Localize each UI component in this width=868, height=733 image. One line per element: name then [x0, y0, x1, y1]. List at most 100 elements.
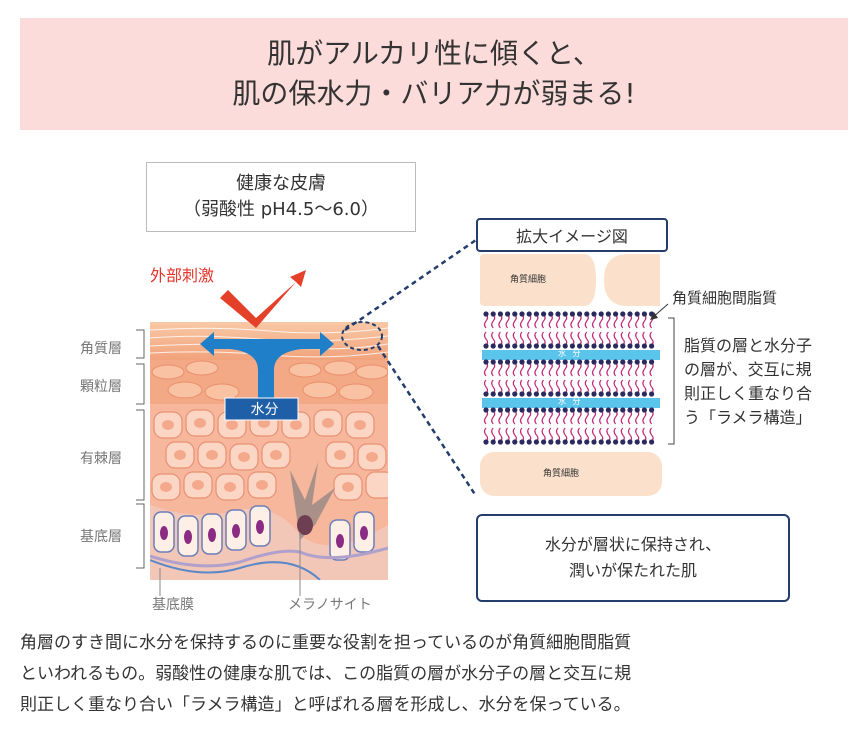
lipid-head: [591, 343, 597, 349]
lipid-head: [591, 439, 597, 445]
lipid-head: [490, 391, 496, 397]
lipid-head: [569, 391, 576, 397]
lipid-head: [627, 311, 633, 317]
lipid-head: [490, 407, 496, 413]
intercellular-lipid-label: 角質細胞間脂質: [672, 289, 778, 307]
lipid-head: [497, 343, 503, 349]
lipid-head: [649, 391, 655, 397]
lipid-head: [483, 391, 489, 397]
lipid-head: [641, 311, 648, 317]
lipid-head: [526, 359, 532, 365]
healthy-skin-title: 健康な皮膚: [236, 173, 326, 194]
lipid-head: [577, 359, 583, 365]
lipid-head: [562, 439, 568, 445]
lipid-head: [634, 343, 640, 349]
lipid-head: [627, 439, 633, 445]
lipid-head: [634, 391, 640, 397]
lipid-head: [541, 343, 547, 349]
result-box: 水分が層状に保持され、 潤いが保たれた肌: [476, 514, 790, 602]
lipid-head: [541, 359, 547, 365]
lipid-head: [591, 311, 597, 317]
lipid-head: [591, 359, 597, 365]
external-stimulus-label: 外部刺激: [150, 266, 215, 285]
healthy-skin-box: 健康な皮膚 （弱酸性 pH4.5〜6.0）: [146, 162, 416, 232]
zoom-ellipse: [341, 321, 383, 351]
lipid-head: [548, 311, 554, 317]
lipid-head: [562, 343, 568, 349]
lipid-head: [598, 311, 604, 317]
lipid-head: [541, 439, 547, 445]
lipid-head: [533, 391, 540, 397]
lipid-head: [505, 439, 511, 445]
lipid-head: [613, 343, 619, 349]
lipid-head: [555, 407, 561, 413]
lipid-head: [620, 343, 626, 349]
result-line-1: 水分が層状に保持され、: [544, 535, 722, 554]
lipid-head: [577, 439, 583, 445]
lipid-head: [605, 439, 612, 445]
lipid-head: [641, 391, 648, 397]
lipid-head: [512, 407, 518, 413]
melanocyte-cell: [290, 462, 335, 540]
lipid-head: [483, 439, 489, 445]
lipid-head: [620, 311, 626, 317]
lipid-head: [569, 407, 576, 413]
lipid-head: [505, 359, 511, 365]
water-band-label-2: 水 分: [558, 397, 583, 406]
lipid-head: [620, 407, 626, 413]
lipid-head: [577, 343, 583, 349]
lipid-head: [569, 311, 576, 317]
lipid-head: [526, 343, 532, 349]
water-band-1: [482, 350, 660, 360]
lipid-head: [641, 439, 648, 445]
lipid-head: [569, 343, 576, 349]
lipid-head: [519, 391, 525, 397]
water-label-box: [224, 397, 299, 421]
lipid-head: [569, 439, 576, 445]
lipid-head: [598, 407, 604, 413]
caption-line-2: といわれるもの。弱酸性の健康な肌では、この脂質の層が水分子の層と交互に規: [20, 664, 632, 684]
lipid-head: [526, 391, 532, 397]
lipid-head: [497, 439, 503, 445]
lipid-head: [605, 359, 612, 365]
lipid-head: [598, 359, 604, 365]
zoom-title: 拡大イメージ図: [516, 227, 628, 246]
lipid-head: [548, 343, 554, 349]
layer-brackets: [136, 329, 145, 569]
lipid-head: [519, 439, 525, 445]
lamellar-description: 脂質の層と水分子 の層が、交互に規 則正しく重なり合 う「ラメラ構造」: [684, 334, 812, 430]
lipid-head: [591, 391, 597, 397]
lipid-head: [533, 311, 540, 317]
lipid-head: [634, 359, 640, 365]
lipid-head: [584, 311, 590, 317]
zoom-title-box: 拡大イメージ図: [476, 218, 668, 252]
label-basement-membrane: 基底膜: [152, 597, 194, 613]
lipid-head: [490, 359, 496, 365]
lipid-head: [519, 343, 525, 349]
title-line-2: 肌の保水力・バリア力が弱まる!: [232, 77, 636, 110]
label-granular-layer: 顆粒層: [80, 379, 122, 395]
water-label: 水分: [250, 402, 279, 418]
lipid-head: [627, 391, 633, 397]
caption-line-1: 角層のすき間に水分を保持するのに重要な役割を担っているのが角質細胞間脂質: [20, 633, 632, 653]
lipid-head: [562, 407, 568, 413]
lipid-head: [620, 439, 626, 445]
lipid-head: [613, 359, 619, 365]
lamellar-line-3: 則正しく重なり合: [684, 384, 813, 403]
lipid-head: [562, 359, 568, 365]
lipid-head: [497, 311, 503, 317]
corneocyte-top-right: [604, 254, 660, 306]
lipid-head: [584, 391, 590, 397]
lipid-head: [490, 439, 496, 445]
lipid-head: [526, 311, 532, 317]
lipid-head: [627, 407, 633, 413]
lipid-head: [555, 311, 561, 317]
lipid-head: [562, 391, 568, 397]
lipid-head: [541, 407, 547, 413]
lipid-head: [519, 359, 525, 365]
lipid-head: [533, 343, 540, 349]
lipid-head: [505, 391, 511, 397]
lipid-head: [519, 311, 525, 317]
lipid-head: [505, 407, 511, 413]
lipid-head: [627, 359, 633, 365]
